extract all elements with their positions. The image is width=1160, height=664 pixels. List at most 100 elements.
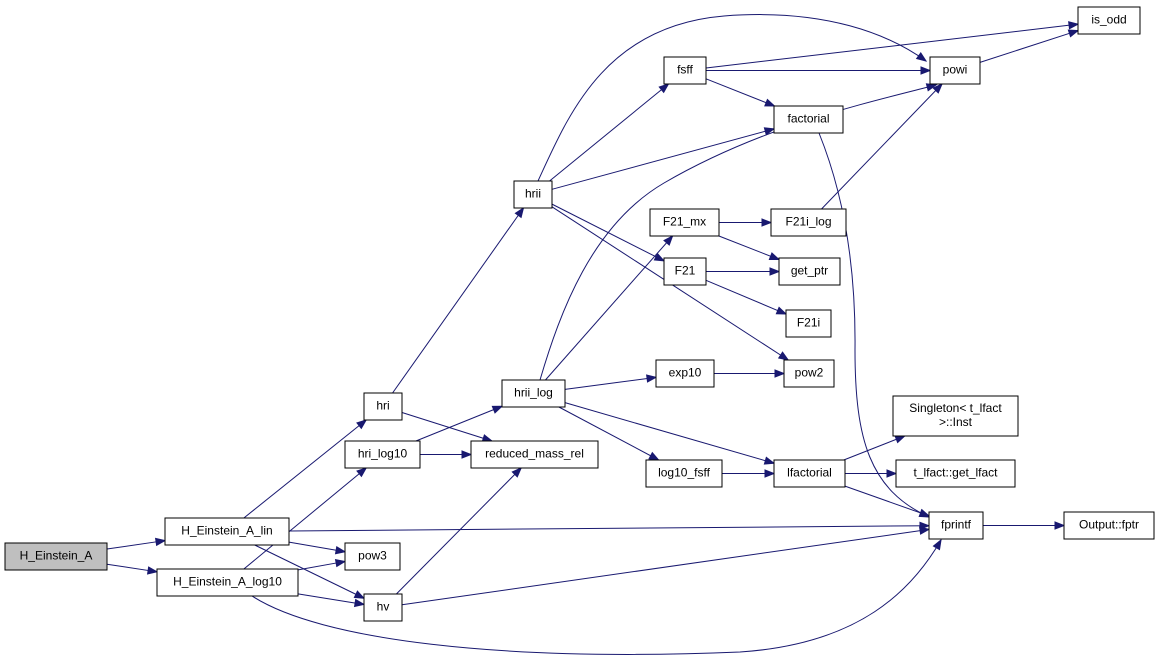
edge-arrowhead: [653, 252, 666, 262]
edge-H_Einstein_A-to-H_Einstein_A_lin: [106, 537, 167, 550]
node-f21[interactable]: F21: [663, 257, 707, 286]
node-label: pow3: [358, 549, 387, 563]
edge-arrowhead: [334, 558, 347, 568]
edge-hrii_log-to-F21_mx: [545, 234, 674, 381]
edge-arrowhead: [763, 456, 776, 465]
edge-line: [705, 279, 787, 315]
node-label: H_Einstein_A_log10: [173, 575, 282, 589]
edge-arrowhead: [920, 66, 932, 75]
edge-arrowhead: [356, 467, 368, 478]
edge-F21_mx-to-F21i_log: [719, 218, 773, 227]
node-h-einstein-a-lin[interactable]: H_Einstein_A_lin: [164, 517, 290, 546]
edge-H_Einstein_A_lin-to-hv: [254, 544, 366, 599]
edge-H_Einstein_A-to-H_Einstein_A_log10: [106, 563, 159, 575]
edge-arrowhead: [353, 590, 366, 599]
node-h-einstein-a-log10[interactable]: H_Einstein_A_log10: [156, 568, 299, 597]
node-hri-log10[interactable]: hri_log10: [344, 440, 421, 469]
node-label: powi: [943, 63, 968, 77]
node-label: is_odd: [1091, 13, 1126, 27]
edge-line: [297, 593, 365, 605]
edge-F21_mx-to-get_ptr: [718, 235, 781, 261]
edge-line: [254, 544, 365, 599]
node-powi[interactable]: powi: [929, 56, 981, 85]
node-box: [770, 208, 847, 237]
edge-line: [251, 539, 942, 655]
node-hrii[interactable]: hrii: [513, 180, 553, 209]
node-fprintf[interactable]: fprintf: [928, 511, 984, 540]
edge-hri-to-hrii: [392, 206, 525, 394]
edge-arrowhead: [356, 419, 368, 430]
node-box: [344, 542, 401, 571]
edge-hri_log10-to-reduced_mass_rel: [420, 450, 473, 459]
node-h-einstein-a[interactable]: H_Einstein_A: [4, 542, 108, 571]
edge-line: [401, 528, 930, 606]
edge-arrowhead: [1067, 29, 1080, 38]
node-box: [363, 392, 403, 421]
edge-line: [718, 235, 780, 261]
node-log10-fsff[interactable]: log10_fsff: [645, 459, 723, 488]
edge-fsff-to-powi: [706, 66, 932, 75]
node-pow2[interactable]: pow2: [783, 359, 835, 388]
node-get-lfact[interactable]: t_lfact::get_lfact: [895, 459, 1016, 488]
edge-line: [392, 207, 524, 394]
edge-line: [396, 467, 522, 595]
node-singleton[interactable]: Singleton< t_lfact>::Inst: [892, 395, 1019, 437]
node-lfactorial[interactable]: lfactorial: [773, 459, 846, 488]
edge-arrowhead: [918, 526, 931, 535]
node-label: log10_fsff: [658, 466, 710, 480]
edge-H_Einstein_A_lin-to-pow3: [288, 541, 347, 555]
node-label: F21i_log: [785, 215, 831, 229]
edge-fprintf-to-output_fptr: [983, 521, 1066, 530]
node-is-odd[interactable]: is_odd: [1077, 6, 1141, 35]
node-f21i[interactable]: F21i: [785, 309, 832, 338]
edge-line: [818, 132, 930, 518]
edge-hrii_log-to-powi: [539, 83, 938, 381]
node-pow3[interactable]: pow3: [344, 542, 401, 571]
edge-arrowhead: [461, 450, 473, 459]
node-box: [470, 440, 599, 469]
node-hrii-log[interactable]: hrii_log: [501, 379, 566, 408]
edge-arrowhead: [764, 98, 776, 107]
edge-arrowhead: [146, 566, 159, 575]
node-reduced-mass-rel[interactable]: reduced_mass_rel: [470, 440, 599, 469]
node-label: F21i: [797, 316, 820, 330]
node-label: hri_log10: [358, 447, 408, 461]
node-box: [1063, 511, 1155, 540]
edge-H_Einstein_A_log10-to-hv: [297, 593, 366, 608]
node-output-fptr[interactable]: Output::fptr: [1063, 511, 1155, 540]
edge-arrowhead: [774, 369, 786, 378]
node-hv[interactable]: hv: [363, 593, 403, 622]
node-factorial[interactable]: factorial: [773, 105, 844, 134]
edge-H_Einstein_A_lin-to-fprintf: [288, 521, 931, 532]
edge-line: [106, 540, 166, 550]
node-box: [1077, 6, 1141, 35]
node-label: get_ptr: [791, 264, 828, 278]
node-label: H_Einstein_A_lin: [181, 524, 272, 538]
node-box: [501, 379, 566, 408]
node-label: F21: [675, 264, 696, 278]
node-label: Output::fptr: [1079, 518, 1139, 532]
node-label: F21_mx: [663, 215, 706, 229]
node-box: [929, 56, 981, 85]
edge-line: [821, 83, 943, 210]
node-fsff[interactable]: fsff: [663, 56, 707, 85]
node-label: >::Inst: [939, 415, 973, 429]
edge-arrowhead: [775, 306, 788, 315]
node-get-ptr[interactable]: get_ptr: [778, 257, 841, 286]
edge-line: [549, 83, 669, 182]
node-hri[interactable]: hri: [363, 392, 403, 421]
node-box: [663, 56, 707, 85]
node-label: reduced_mass_rel: [485, 447, 584, 461]
node-box: [164, 517, 290, 546]
edge-H_Einstein_A_lin-to-hri: [243, 419, 368, 519]
node-f21-mx[interactable]: F21_mx: [649, 208, 720, 237]
node-box: [649, 208, 720, 237]
edge-hv-to-reduced_mass_rel: [396, 467, 523, 595]
edge-arrowhead: [763, 127, 776, 136]
edge-lfactorial-to-get_lfact: [845, 469, 898, 478]
edge-arrowhead: [1068, 21, 1080, 30]
node-exp10[interactable]: exp10: [655, 359, 715, 388]
edges-layer: [106, 14, 1080, 655]
node-f21i-log[interactable]: F21i_log: [770, 208, 847, 237]
